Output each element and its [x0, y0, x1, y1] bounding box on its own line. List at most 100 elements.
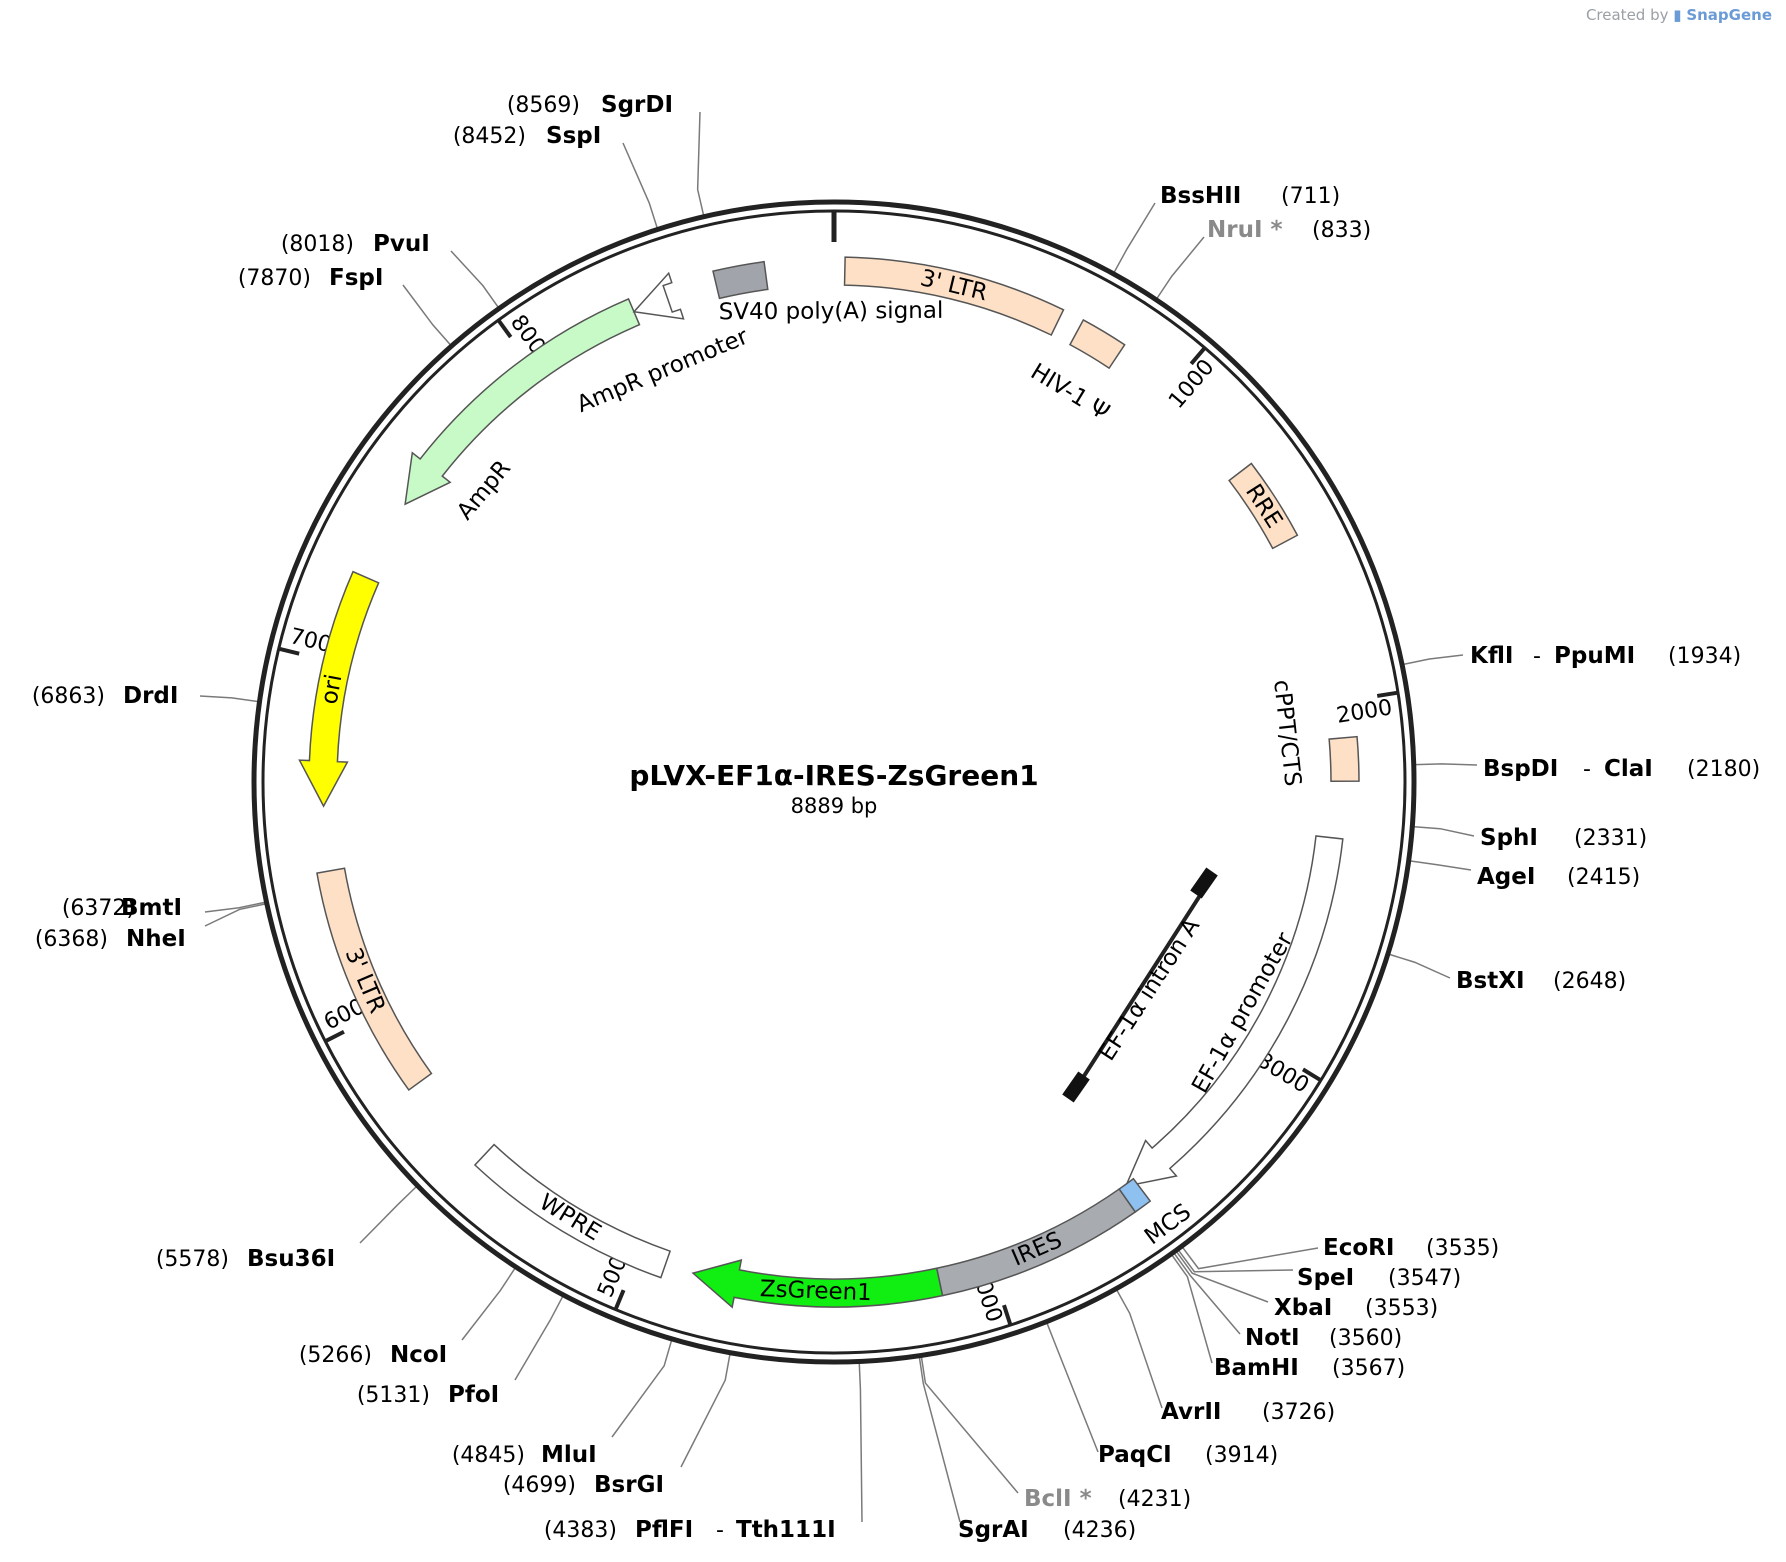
site-position-kfli: (1934) — [1668, 644, 1741, 669]
site-position-sgrdi: (8569) — [507, 93, 580, 118]
site-leader-lines — [199, 111, 1478, 1523]
feature-label: SV40 poly(A) signal — [719, 298, 944, 325]
site-name-ecori[interactable]: EcoRI — [1323, 1235, 1394, 1261]
tick-mark — [497, 319, 513, 339]
site-name-sgrai[interactable]: SgrAI — [958, 1517, 1029, 1543]
site-dash-bspdi: - — [1583, 757, 1591, 782]
site-name-pflfi[interactable]: PflFI — [635, 1517, 693, 1543]
site-name-pfoi[interactable]: PfoI — [448, 1382, 499, 1408]
site-position-bsshii: (711) — [1281, 184, 1340, 209]
feature-ori-arc[interactable] — [298, 570, 380, 808]
site-position-nrui: (833) — [1312, 218, 1371, 243]
site-name-clai[interactable]: ClaI — [1604, 756, 1653, 782]
site-name-sgrdi[interactable]: SgrDI — [601, 92, 673, 118]
feature-rre-arc[interactable] — [1228, 462, 1299, 550]
site-name-pvui[interactable]: PvuI — [373, 231, 430, 257]
site-position-agei: (2415) — [1567, 865, 1640, 890]
site-leader-line — [1414, 825, 1475, 837]
site-leader-line — [918, 1357, 961, 1523]
feature-hiv-1-arc[interactable] — [1068, 318, 1126, 370]
feature-label: AmpR — [452, 456, 516, 525]
site-name-bamhi[interactable]: BamHI — [1214, 1355, 1299, 1381]
site-name-tth111i[interactable]: Tth111I — [736, 1517, 836, 1543]
site-name-bspdi[interactable]: BspDI — [1483, 756, 1558, 782]
feature-ampr-promoter-arc[interactable] — [632, 271, 685, 320]
site-name-bsrgi[interactable]: BsrGI — [594, 1472, 664, 1498]
site-name-bcli[interactable]: BclI * — [1024, 1486, 1092, 1512]
site-name-ncoi[interactable]: NcoI — [390, 1342, 447, 1368]
site-position-avrii: (3726) — [1262, 1400, 1335, 1425]
site-position-bstxi: (2648) — [1553, 969, 1626, 994]
site-name-drdi[interactable]: DrdI — [123, 683, 178, 709]
site-position-bspdi: (2180) — [1687, 757, 1760, 782]
site-position-ncoi: (5266) — [299, 1343, 372, 1368]
feature-label: ori — [316, 672, 347, 706]
site-leader-line — [359, 1186, 417, 1244]
site-position-bcli: (4231) — [1118, 1487, 1191, 1512]
site-name-fspi[interactable]: FspI — [329, 265, 383, 291]
site-leader-line — [920, 1357, 1019, 1494]
site-leader-line — [204, 901, 265, 913]
site-position-paqci: (3914) — [1205, 1443, 1278, 1468]
site-dash-pflfi: - — [716, 1518, 724, 1543]
site-leader-line — [1403, 654, 1464, 665]
feature-wpre-arc[interactable] — [473, 1143, 672, 1279]
snapgene-credit: Created by ▮ SnapGene — [1586, 6, 1772, 24]
site-name-bsu36i[interactable]: Bsu36I — [247, 1246, 335, 1272]
tick-mark — [1301, 1067, 1322, 1082]
site-position-ecori: (3535) — [1426, 1236, 1499, 1261]
site-leader-line — [611, 1340, 673, 1438]
credit-prefix: Created by — [1585, 6, 1669, 24]
tick-mark — [1376, 690, 1398, 698]
snapgene-logo-icon: ▮ — [1673, 6, 1682, 24]
credit-brand: SnapGene — [1686, 6, 1772, 24]
site-leader-line — [680, 1354, 731, 1468]
site-leader-line — [696, 111, 705, 215]
site-position-nhei: (6368) — [35, 927, 108, 952]
site-leader-line — [1174, 1253, 1241, 1335]
site-position-sgrai: (4236) — [1063, 1518, 1136, 1543]
site-name-paqci[interactable]: PaqCI — [1098, 1442, 1172, 1468]
feature-label: HIV-1 Ψ — [1026, 359, 1114, 426]
feature-3-ltr-arc[interactable] — [316, 867, 433, 1091]
feature-label: WPRE — [535, 1189, 606, 1246]
site-name-nhei[interactable]: NheI — [126, 926, 186, 952]
restriction-sites: (8569) SgrDI (8452) SspI (8018) PvuI (78… — [32, 92, 1760, 1543]
tick-label: 1000 — [1164, 355, 1219, 414]
site-name-xbai[interactable]: XbaI — [1274, 1295, 1332, 1321]
site-name-ppumi[interactable]: PpuMI — [1554, 643, 1635, 669]
site-name-bstxi[interactable]: BstXI — [1456, 968, 1525, 994]
site-name-sphi[interactable]: SphI — [1480, 825, 1538, 851]
feature-label: cPPT/CTS — [1268, 679, 1305, 788]
feature-sv40-poly-a-signal-arc[interactable] — [712, 260, 769, 300]
tick-mark — [1189, 347, 1206, 366]
site-position-sspi: (8452) — [453, 124, 526, 149]
feature-cppt-cts-arc[interactable] — [1328, 735, 1360, 782]
site-name-bmti[interactable]: BmtI — [121, 895, 182, 921]
site-name-avrii[interactable]: AvrII — [1161, 1399, 1221, 1425]
site-name-sspi[interactable]: SspI — [546, 123, 601, 149]
site-position-bamhi: (3567) — [1332, 1356, 1405, 1381]
site-leader-line — [1410, 860, 1472, 871]
site-name-noti[interactable]: NotI — [1245, 1325, 1300, 1351]
site-dash-kfli: - — [1533, 644, 1541, 669]
site-name-spei[interactable]: SpeI — [1297, 1265, 1354, 1291]
site-name-agei[interactable]: AgeI — [1477, 864, 1535, 890]
intron-label: EF-1α intron A — [1094, 914, 1205, 1066]
tick-mark — [279, 647, 300, 656]
site-name-kfli[interactable]: KflI — [1470, 643, 1513, 669]
feature-zsgreen1-arc[interactable] — [691, 1259, 944, 1309]
site-name-nrui[interactable]: NruI * — [1207, 217, 1283, 243]
site-position-xbai: (3553) — [1365, 1296, 1438, 1321]
site-name-mlui[interactable]: MluI — [541, 1442, 597, 1468]
site-leader-line — [461, 1268, 516, 1341]
site-leader-line — [1156, 236, 1205, 299]
site-position-bsrgi: (4699) — [503, 1473, 576, 1498]
site-name-bsshii[interactable]: BssHII — [1160, 183, 1241, 209]
site-leader-line — [1171, 1255, 1213, 1364]
site-position-sphi: (2331) — [1574, 826, 1647, 851]
site-leader-line — [1182, 1247, 1319, 1270]
site-position-bsu36i: (5578) — [156, 1247, 229, 1272]
feature-3-ltr-arc[interactable] — [843, 256, 1065, 336]
